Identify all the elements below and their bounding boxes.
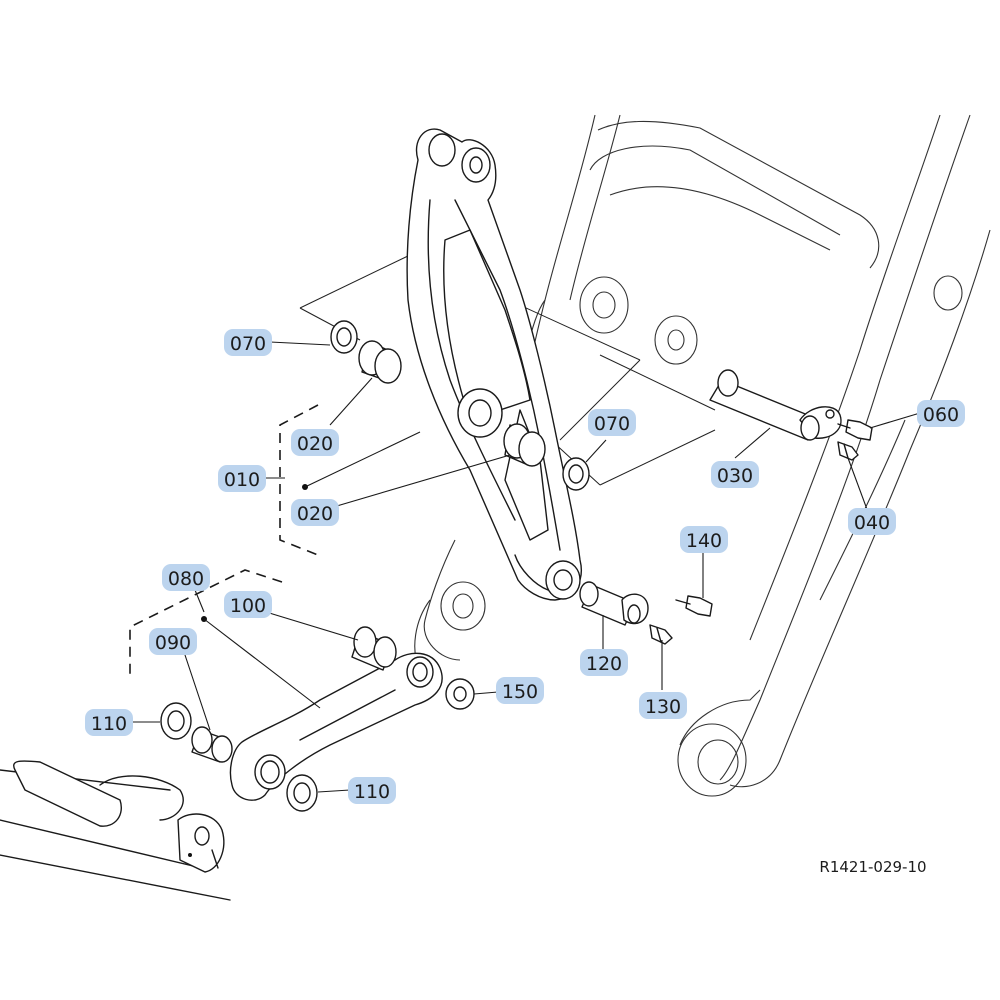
callout-040[interactable]: 040 [848,508,896,535]
svg-text:100: 100 [230,595,266,617]
callout-130[interactable]: 130 [639,692,687,719]
callout-070-lower[interactable]: 070 [588,409,636,436]
callout-090[interactable]: 090 [149,628,197,655]
bolt-060-part [837,419,873,441]
callout-020-lower[interactable]: 020 [291,499,339,526]
callout-070-upper[interactable]: 070 [224,329,272,356]
svg-text:020: 020 [297,433,333,455]
callout-080[interactable]: 080 [162,564,210,591]
group-bracket-080 [129,569,283,680]
callout-140[interactable]: 140 [680,526,728,553]
bushing-020-lower [503,423,546,467]
svg-text:070: 070 [230,333,266,355]
svg-text:140: 140 [686,530,722,552]
svg-text:110: 110 [354,781,390,803]
svg-text:080: 080 [168,568,204,590]
washer-150-part [445,678,475,710]
pin-120-part [579,581,649,626]
bushing-090-part [191,726,233,763]
grease-nipple-040-part [837,441,859,461]
bolt-140-part [675,595,713,617]
callout-150[interactable]: 150 [496,677,544,704]
svg-text:070: 070 [594,413,630,435]
svg-text:130: 130 [645,696,681,718]
svg-text:090: 090 [155,632,191,654]
main-bracket-part [406,128,582,601]
callout-100[interactable]: 100 [224,591,272,618]
bushing-070-washer-upper [330,320,358,354]
svg-text:060: 060 [923,404,959,426]
svg-text:040: 040 [854,512,890,534]
seal-110-left-part [160,702,192,740]
group-bracket-010 [279,404,319,556]
callout-110-right[interactable]: 110 [348,777,396,804]
loader-frame-background [299,114,991,797]
lower-left-frame-background [0,760,231,901]
callout-110-left[interactable]: 110 [85,709,133,736]
svg-text:120: 120 [586,653,622,675]
bushing-020-upper [358,340,402,384]
svg-text:110: 110 [91,713,127,735]
svg-text:020: 020 [297,503,333,525]
seal-110-right-part [286,774,318,812]
callout-030[interactable]: 030 [711,461,759,488]
link-080-part [229,652,443,801]
grease-nipple-130-part [649,624,673,645]
reference-code: R1421-029-10 [819,858,926,876]
callout-060[interactable]: 060 [917,400,965,427]
bushing-100-part [351,626,397,671]
leader-lines [125,341,921,793]
pin-030-part [709,369,842,441]
washer-070-lower [562,457,590,491]
svg-text:030: 030 [717,465,753,487]
svg-text:150: 150 [502,681,538,703]
callout-020-upper[interactable]: 020 [291,429,339,456]
callout-120[interactable]: 120 [580,649,628,676]
svg-text:010: 010 [224,469,260,491]
callout-010[interactable]: 010 [218,465,266,492]
